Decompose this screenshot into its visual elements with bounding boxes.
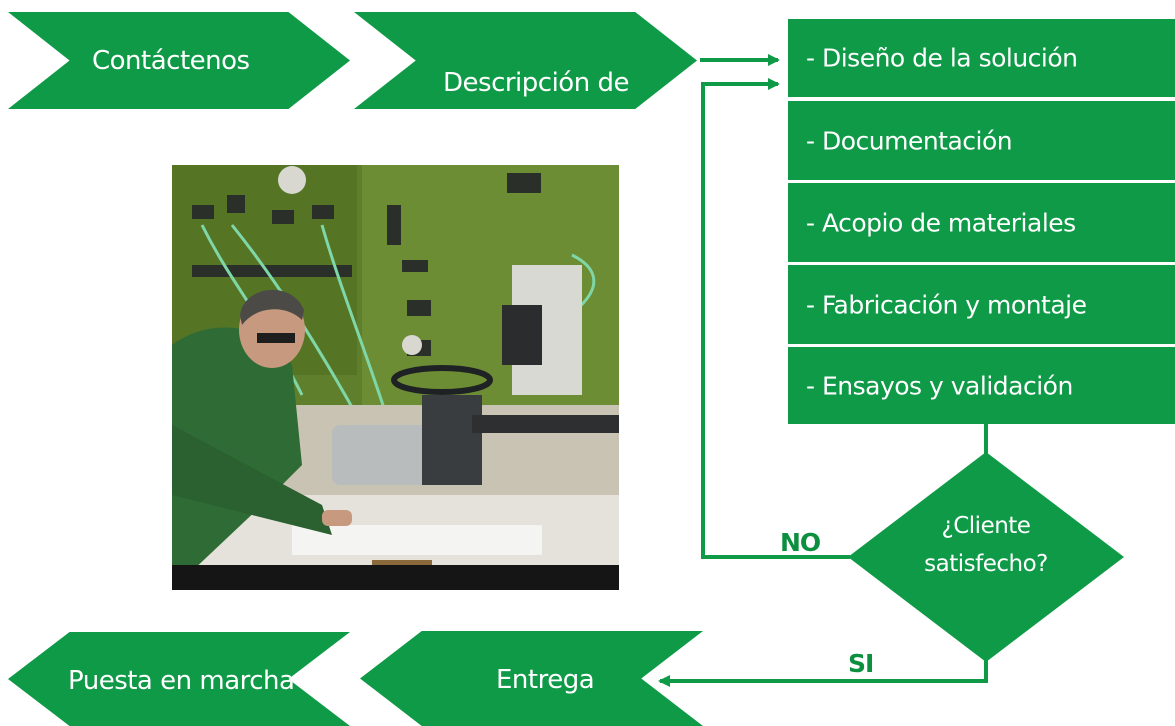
lab-technician-photo bbox=[172, 165, 619, 590]
chevron-descripcion-label: Descripción de bbox=[443, 68, 629, 98]
step-materials: - Acopio de materiales bbox=[788, 183, 1175, 262]
step-design-solution-label: - Diseño de la solución bbox=[806, 43, 1078, 73]
yes-label: SI bbox=[848, 649, 874, 678]
step-documentation: - Documentación bbox=[788, 101, 1175, 180]
connector-no-loop bbox=[701, 78, 850, 559]
step-manufacturing: - Fabricación y montaje bbox=[788, 265, 1175, 344]
step-testing-label: - Ensayos y validación bbox=[806, 371, 1073, 400]
step-materials-label: - Acopio de materiales bbox=[806, 208, 1076, 237]
step-documentation-label: - Documentación bbox=[806, 126, 1013, 155]
no-label: NO bbox=[780, 528, 821, 557]
chevron-contactenos-label: Contáctenos bbox=[92, 46, 250, 76]
step-manufacturing-label: - Fabricación y montaje bbox=[806, 290, 1087, 319]
step-testing: - Ensayos y validación bbox=[788, 347, 1175, 424]
decision-line2: satisfecho? bbox=[924, 551, 1048, 577]
decision-line1: ¿Cliente bbox=[941, 513, 1031, 539]
step-design-solution: - Diseño de la solución bbox=[788, 19, 1175, 97]
chevron-entrega-label: Entrega bbox=[496, 665, 595, 695]
chevron-puesta-label: Puesta en marcha bbox=[68, 666, 295, 696]
connector-yes-to-delivery bbox=[658, 660, 988, 687]
